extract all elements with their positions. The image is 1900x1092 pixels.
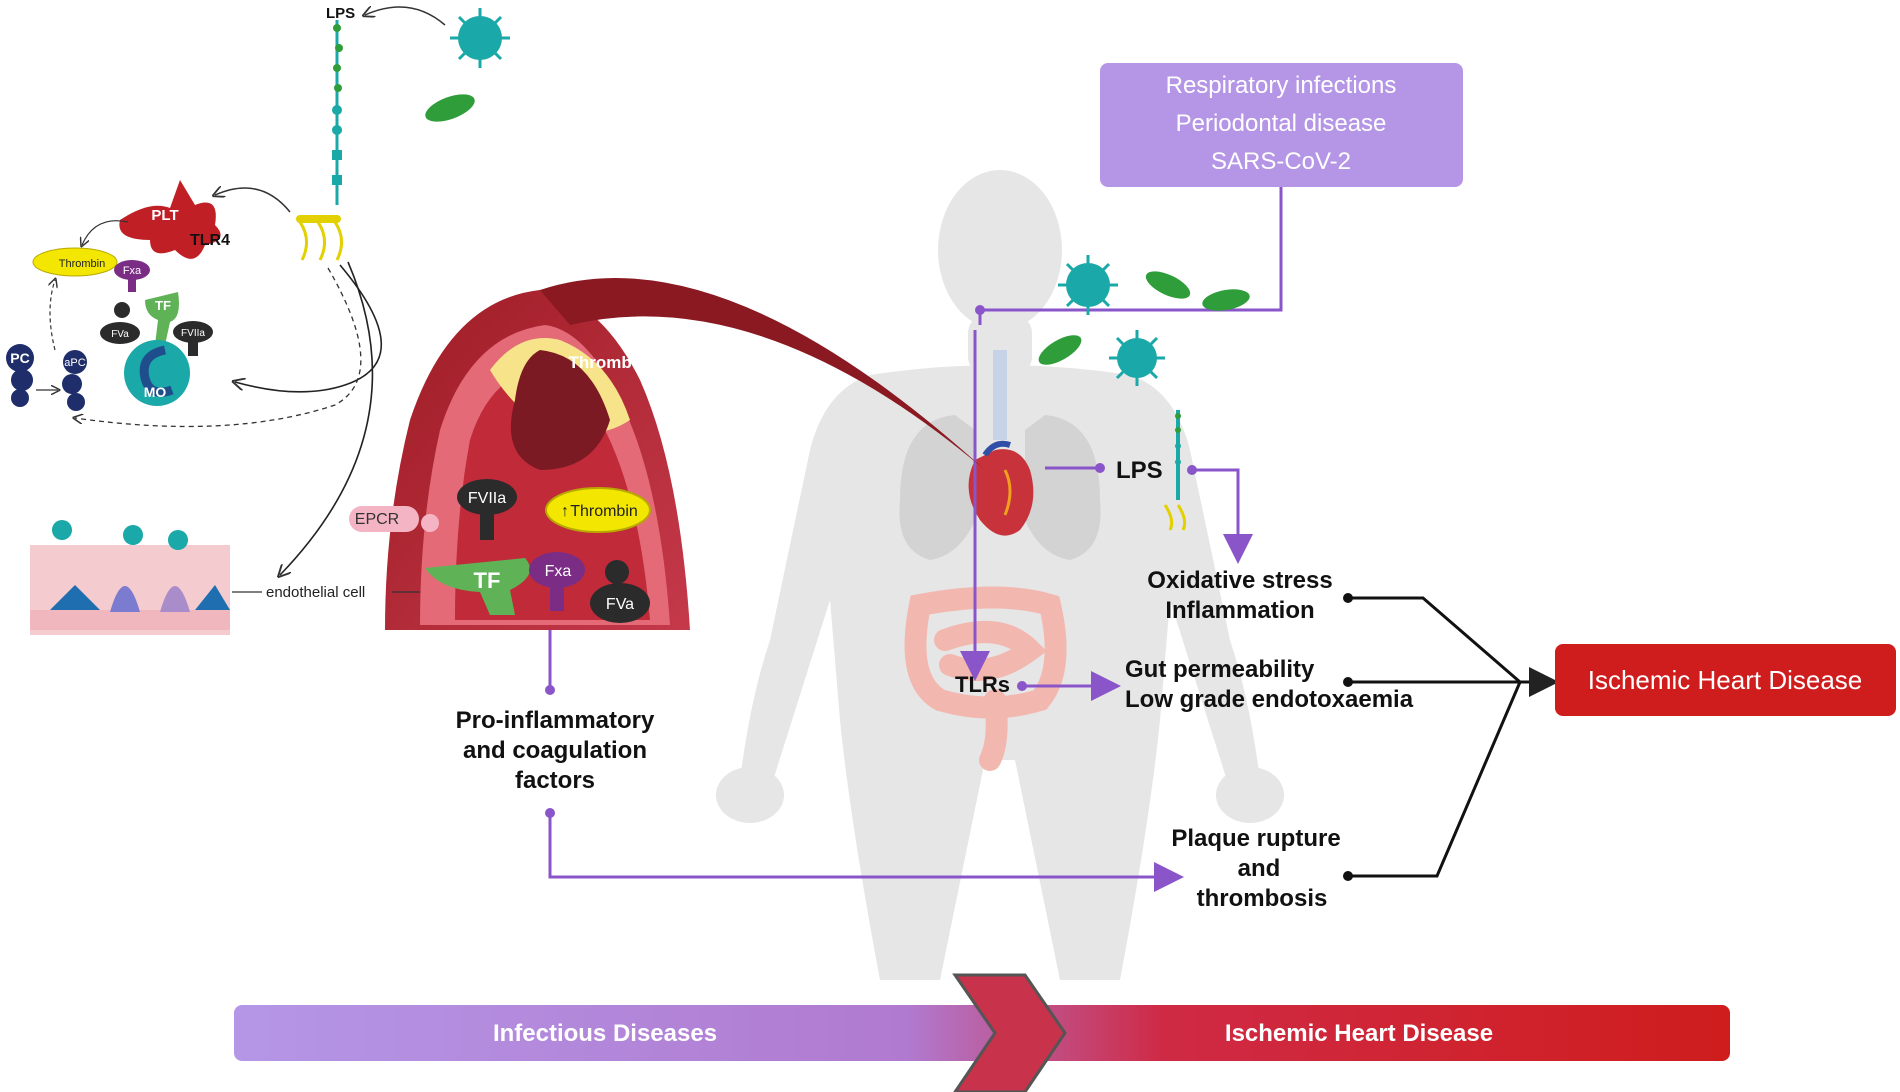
pc-icon xyxy=(6,344,34,407)
apc-icon xyxy=(62,350,87,411)
infections-line3: SARS-CoV-2 xyxy=(1211,148,1351,175)
plaque-line2: and xyxy=(1238,855,1281,882)
thrombin-vessel-label: Thrombin xyxy=(570,503,638,520)
vessel-section xyxy=(385,278,985,630)
lps-right-label: LPS xyxy=(1116,457,1163,484)
fxa-small-label: Fxa xyxy=(123,265,142,277)
tlrs-label: TLRs xyxy=(955,672,1010,697)
thrombin-small-icon xyxy=(32,247,118,277)
fva-small-icon xyxy=(100,322,140,344)
oxidative-line2: Inflammation xyxy=(1165,597,1314,624)
monocyte-icon xyxy=(124,340,190,406)
proinflam-line3: factors xyxy=(515,767,595,794)
thrombin-small-label: Thrombin xyxy=(59,258,105,270)
lps-source-arrow xyxy=(365,7,446,26)
fva-vessel-label: FVa xyxy=(606,596,634,613)
fviia-small-label: FVIIa xyxy=(181,328,205,339)
vessel-ribbon xyxy=(540,278,985,470)
oxidative-line1: Oxidative stress xyxy=(1147,567,1332,594)
lps-mo-arrow xyxy=(235,264,383,393)
apc-label: aPC xyxy=(64,357,85,369)
ihd-box-label: Ischemic Heart Disease xyxy=(1588,665,1863,695)
infections-line1: Respiratory infections xyxy=(1166,72,1397,99)
lps-molecule-icon xyxy=(1163,410,1187,531)
endothelium-strip xyxy=(30,520,230,635)
thrombus-label: Thrombus xyxy=(568,353,651,372)
infections-box xyxy=(1100,63,1463,187)
lps-endothelium-arrow xyxy=(280,261,374,575)
pc-label: PC xyxy=(10,350,29,366)
infections-line2: Periodontal disease xyxy=(1176,110,1387,137)
lungs xyxy=(899,350,1101,560)
tlr4-label: TLR4 xyxy=(190,232,230,249)
apc-thrombin-dashed-arrow xyxy=(50,280,55,351)
tf-vessel-icon xyxy=(425,558,530,615)
plt-thrombin-arrow xyxy=(82,220,129,245)
fxa-vessel-label: Fxa xyxy=(545,563,572,580)
lps-oxidative-arrow xyxy=(1192,468,1253,564)
bottom-progress-bar xyxy=(234,1005,1730,1061)
fviia-vessel-icon xyxy=(457,479,517,515)
fviia-vessel-label: FVIIa xyxy=(468,490,506,507)
plaque-line3: thrombosis xyxy=(1197,885,1328,912)
proinflam-plaque-arrow xyxy=(548,813,1184,892)
lps-apc-dashed-arrow xyxy=(75,267,362,428)
plt-label: PLT xyxy=(151,207,178,224)
lps-plt-arrow xyxy=(215,188,291,213)
bottom-bar-right-label: Ischemic Heart Disease xyxy=(1225,1020,1493,1047)
epcr-label: EPCR xyxy=(355,511,399,528)
fxa-small-icon xyxy=(114,260,150,280)
fva-small-label: FVa xyxy=(111,329,129,340)
fxa-vessel-icon xyxy=(529,552,585,588)
tf-vessel-label: TF xyxy=(474,568,501,593)
proinflam-line2: and coagulation xyxy=(463,737,647,764)
epcr-receptor xyxy=(349,506,419,532)
ihd-box xyxy=(1555,644,1896,716)
fviia-small-icon xyxy=(173,321,213,343)
chevron-icon xyxy=(952,973,1067,1092)
bacteria-icon xyxy=(1038,271,1250,365)
tf-small-icon xyxy=(145,292,179,345)
lps-chain-icon xyxy=(296,20,343,261)
gut-line1: Gut permeability xyxy=(1125,656,1315,683)
plaque-line1: Plaque rupture xyxy=(1171,825,1340,852)
mo-label: MO xyxy=(144,384,167,400)
platelet-icon xyxy=(119,180,221,259)
fva-vessel-icon xyxy=(590,583,650,623)
tf-small-label: TF xyxy=(155,298,171,313)
bottom-bar-left-label: Infectious Diseases xyxy=(493,1020,717,1047)
thrombin-up-arrow-icon: ↑ xyxy=(561,503,569,520)
endothelial-cell-label: endothelial cell xyxy=(266,584,365,601)
infection-connector xyxy=(978,187,1283,325)
lps-top-label: LPS xyxy=(326,5,355,22)
bacteria-top-icon xyxy=(425,94,475,122)
proinflam-line1: Pro-inflammatory xyxy=(456,707,655,734)
gut-line2: Low grade endotoxaemia xyxy=(1125,686,1414,713)
virus-top-icon xyxy=(450,8,510,68)
outcome-connectors xyxy=(1348,596,1559,878)
virus-icon xyxy=(1058,255,1165,386)
thrombin-vessel-icon xyxy=(545,487,651,533)
heart-icon xyxy=(968,440,1034,536)
